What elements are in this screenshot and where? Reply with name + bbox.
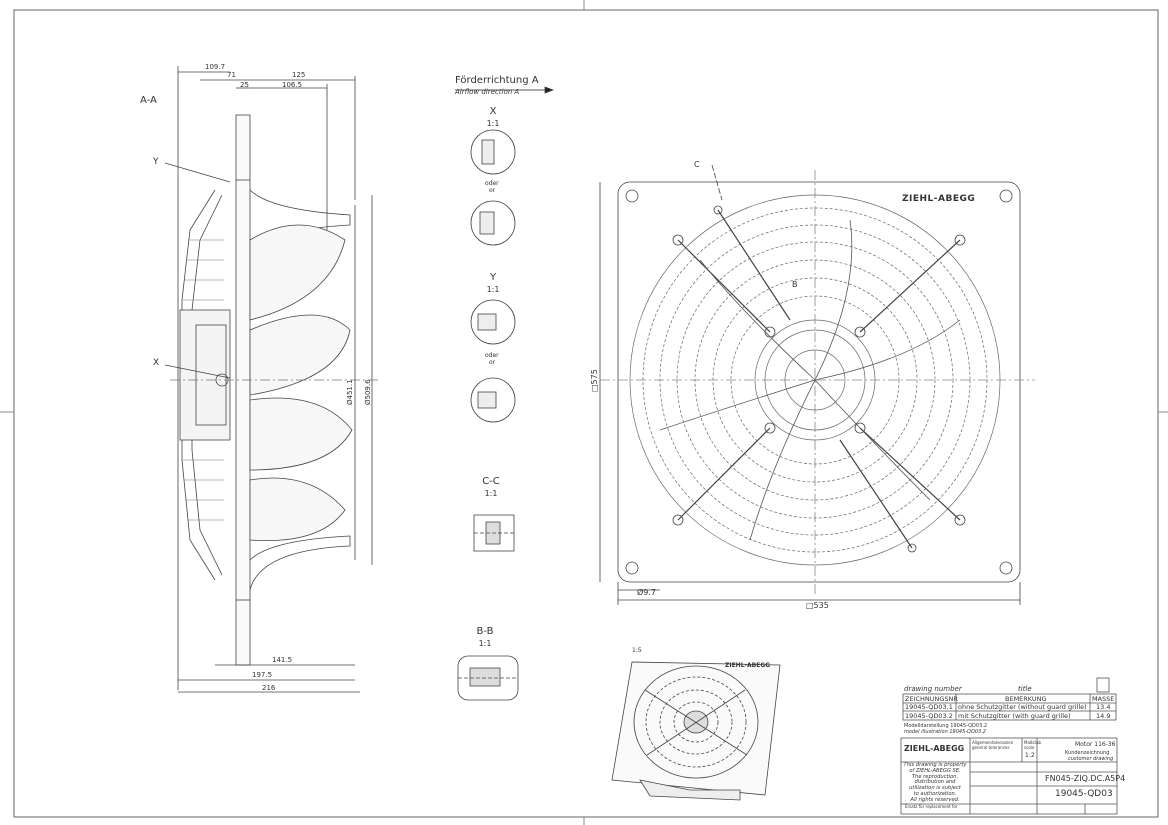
parts-head-mid: title	[1018, 685, 1032, 693]
dim-bot-2: 197.5	[252, 671, 273, 679]
dim-top-1: 109.7	[205, 63, 226, 71]
property-line: utilization is subject	[909, 785, 961, 792]
property-line: of ZIEHL-ABEGG SE.	[909, 767, 961, 774]
property-line: All rights reserved.	[910, 796, 960, 803]
title-de: Kundenzeichnung	[1065, 750, 1110, 756]
detail-y-circle-2	[470, 377, 516, 423]
scale-value: 1:2	[1025, 752, 1035, 759]
front-view	[599, 164, 1035, 605]
callout-y: Y	[153, 157, 159, 167]
detail-y-title: Y	[489, 272, 497, 283]
detail-y-scale: 1:1	[486, 285, 500, 294]
dim-dia-1: Ø451.1	[346, 379, 354, 405]
dim-top-2: 71	[227, 71, 236, 79]
property-line: to authorization.	[913, 790, 957, 797]
mount-hole-tl	[625, 189, 639, 203]
dim-top-5: 106.5	[282, 81, 303, 89]
property-line: This drawing is property	[903, 762, 967, 768]
motor-label: Motor 116-36	[1075, 741, 1116, 748]
dim-front-left: □575	[590, 369, 599, 392]
side-section-view	[164, 66, 380, 693]
type-designation: FN045-ZIQ.DC.A5P4	[1045, 774, 1126, 783]
detail-x-scale: 1:1	[486, 119, 500, 128]
detail-x-title: X	[489, 106, 497, 117]
general-tolerances: Allgemeintoleranzen general tolerances	[972, 740, 1014, 750]
callout-x: X	[153, 358, 160, 368]
detail-cc-title: C-C	[482, 476, 500, 487]
detail-views	[455, 86, 555, 701]
detail-bb-scale: 1:1	[478, 639, 492, 648]
dim-bot-1: 141.5	[272, 656, 293, 664]
detail-cc-scale: 1:1	[484, 489, 498, 498]
property-line: The reproduction,	[911, 773, 959, 780]
airflow-en: Airflow direction A	[455, 88, 520, 96]
mount-hole-br	[999, 561, 1013, 575]
parts-row1-mass: 13.4	[1096, 703, 1111, 711]
parts-table-lines	[902, 677, 1117, 721]
dim-dia-2: Ø509.6	[364, 379, 372, 405]
detail-bb-title: B-B	[476, 626, 494, 637]
parts-row2-mass: 14.9	[1096, 712, 1111, 720]
parts-row2-text: mit Schutzgitter (with guard grille)	[958, 712, 1071, 720]
parts-col1: ZEICHNUNGSNR	[905, 695, 958, 703]
dim-top-3: 125	[292, 71, 306, 79]
title-brand: ZIEHL-ABEGG	[904, 744, 965, 753]
property-line: distribution and	[914, 779, 956, 786]
iso-scale: 1:5	[632, 647, 642, 654]
drawing-number: 19045-QD03	[1055, 789, 1113, 799]
mounting-plate	[617, 181, 1021, 583]
section-b-mark: B	[792, 280, 798, 289]
parts-row1-text: ohne Schutzgitter (without guard grille)	[958, 703, 1087, 711]
brand-logo-iso: ZIEHL-ABEGG	[725, 662, 771, 669]
detail-x-alt-de: oder	[485, 180, 499, 187]
mount-hole-tr	[999, 189, 1013, 203]
dim-front-bottom: □535	[806, 601, 829, 610]
parts-row2-nr: 19045-QD03.2	[905, 712, 953, 720]
detail-cc-drawing	[473, 514, 515, 552]
dim-top-4: 25	[240, 81, 249, 89]
dim-hole: Ø9.7	[637, 588, 657, 597]
model-note-de: Modelldarstellung 19045-QD03.2	[904, 723, 988, 729]
parts-col2: BEMERKUNG	[1005, 695, 1047, 703]
isometric-view	[611, 661, 781, 801]
model-note-en: model illustration 19045-QD03.2	[904, 729, 986, 735]
brand-logo-plate: ZIEHL-ABEGG	[902, 194, 976, 204]
parts-col3: MASSE	[1092, 695, 1115, 703]
mount-hole-bl	[625, 561, 639, 575]
detail-y-circle-1	[470, 299, 516, 345]
parts-row1-nr: 19045-QD03.1	[905, 703, 953, 711]
replace-label: Ersatz für replacement for	[905, 804, 958, 809]
parts-head-left: drawing number	[904, 685, 962, 693]
detail-x-circle-2	[470, 200, 516, 246]
section-aa-label: A-A	[140, 95, 157, 106]
airflow-de: Förderrichtung A	[455, 75, 539, 86]
detail-y-alt-de: oder	[485, 352, 499, 359]
detail-x-circle-1	[470, 129, 516, 175]
section-c-mark: C	[694, 160, 700, 169]
title-block-lines	[900, 737, 1118, 815]
dim-bot-3: 216	[262, 684, 276, 692]
detail-y-alt-en: or	[489, 359, 496, 366]
scale-label: Maßstab scale	[1024, 740, 1042, 750]
property-note: This drawing is property of ZIEHL-ABEGG …	[902, 762, 968, 804]
detail-bb-drawing	[457, 655, 519, 701]
title-en: customer drawing	[1068, 756, 1114, 762]
detail-x-alt-en: or	[489, 187, 496, 194]
